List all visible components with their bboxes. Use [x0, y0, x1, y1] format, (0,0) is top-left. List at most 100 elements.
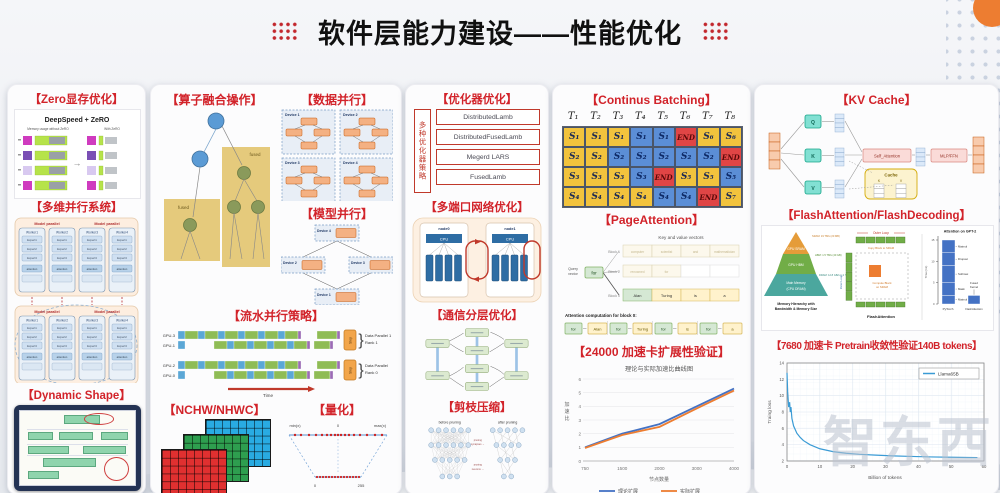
svg-text:Worker4: Worker4 [116, 319, 128, 323]
svg-text:Query: Query [568, 267, 578, 271]
svg-text:is: is [694, 293, 697, 298]
svg-text:Expert2: Expert2 [27, 335, 37, 339]
svg-text:attention: attention [27, 355, 38, 359]
svg-text:理论与实际加速比曲线图: 理论与实际加速比曲线图 [625, 365, 693, 373]
optimizer-item: DistributedLamb [436, 109, 540, 125]
svg-text:MLP/FFN: MLP/FFN [940, 154, 958, 159]
svg-text:比: 比 [564, 415, 569, 422]
svg-text:GPU-2: GPU-2 [163, 363, 176, 368]
svg-text:理论扩展: 理论扩展 [618, 488, 638, 493]
panel-title-scaling: 【24000 加速卡扩展性验证】 [573, 345, 730, 359]
svg-text:Expert1: Expert1 [27, 238, 37, 242]
svg-text:Inner Loop: Inner Loop [839, 275, 843, 290]
batch-cell: END [652, 167, 675, 187]
svg-text:10: 10 [779, 393, 784, 398]
svg-text:加: 加 [564, 401, 569, 408]
svg-text:Expert3: Expert3 [117, 256, 127, 260]
svg-text:Data Parallel 1: Data Parallel 1 [365, 333, 392, 338]
svg-text:node0: node0 [438, 227, 449, 231]
svg-text:renowned: renowned [631, 270, 645, 274]
svg-text:6: 6 [578, 377, 581, 382]
svg-text:Expert3: Expert3 [57, 256, 67, 260]
svg-text:Worker3: Worker3 [86, 231, 98, 235]
svg-text:Self_Attention: Self_Attention [874, 154, 901, 159]
svg-text:DeepSpeed + ZeRO: DeepSpeed + ZeRO [45, 117, 110, 124]
svg-text:3: 3 [578, 418, 581, 423]
svg-text:40: 40 [916, 464, 921, 469]
batch-col-header: T₄ [634, 111, 646, 122]
batch-cell: END [674, 127, 698, 147]
svg-text:Attention computation for bloc: Attention computation for block 0: [565, 313, 637, 318]
svg-text:速: 速 [564, 409, 569, 415]
comm-hierarchy-diagram [425, 328, 529, 391]
svg-text:Expert1: Expert1 [27, 326, 37, 330]
svg-text:and: and [693, 250, 699, 254]
batch-col-header: T₁ [567, 111, 579, 122]
svg-text:14: 14 [779, 361, 784, 366]
svg-text:Data Parallel: Data Parallel [365, 363, 388, 368]
svg-text:Expert1: Expert1 [57, 238, 67, 242]
svg-text:pruning: pruning [474, 464, 483, 467]
svg-text:FlashAttention: FlashAttention [965, 307, 983, 311]
panel-title-dynamic-shape: 【Dynamic Shape】 [22, 390, 131, 402]
svg-text:Block 2: Block 2 [608, 270, 620, 274]
svg-text:Turing: Turing [637, 327, 648, 332]
svg-text:Model parallel: Model parallel [34, 310, 59, 314]
svg-text:2: 2 [782, 459, 785, 464]
svg-text:Expert2: Expert2 [117, 335, 127, 339]
svg-text:V: V [811, 186, 815, 192]
batch-cell: S₆ [697, 127, 720, 147]
svg-text:mathematician: mathematician [714, 250, 735, 254]
svg-text:Rank 0: Rank 0 [365, 370, 378, 375]
batch-cell: S₂ [697, 147, 720, 167]
svg-text:节点数量: 节点数量 [649, 476, 669, 483]
svg-text:With ZeRO: With ZeRO [104, 127, 120, 131]
panel-title-pretrain: 【7680 加速卡 Pretrain收敛性验证140B tokens】 [771, 341, 982, 352]
svg-text:Block 1: Block 1 [608, 250, 620, 254]
svg-text:Traing loss: Traing loss [767, 400, 773, 424]
svg-text:60: 60 [982, 464, 987, 469]
svg-text:GPU HBM: GPU HBM [788, 263, 804, 267]
svg-text:Matmul: Matmul [958, 244, 968, 248]
svg-text:vector: vector [568, 272, 579, 276]
svg-text:Expert2: Expert2 [57, 247, 67, 251]
svg-text:Llama65B: Llama65B [938, 372, 959, 377]
batch-cell: S₁ [585, 127, 608, 147]
batch-cell: S₁ [630, 127, 653, 147]
invoice-screen-frame [14, 405, 141, 491]
svg-text:255: 255 [358, 483, 365, 488]
red-dot-grid-icon [271, 21, 298, 41]
svg-text:0: 0 [314, 483, 317, 488]
batch-cell: S₁ [607, 127, 631, 147]
svg-text:for: for [591, 271, 597, 276]
svg-text:Mask: Mask [958, 287, 965, 291]
svg-text:Expert3: Expert3 [87, 256, 97, 260]
svg-text:GPU-1: GPU-1 [163, 343, 176, 348]
svg-text:4: 4 [578, 404, 581, 409]
batch-cell: END [697, 187, 720, 207]
svg-text:is: is [686, 327, 689, 332]
svg-text:DRAM: 12.8 GB/s (>1 TB): DRAM: 12.8 GB/s (>1 TB) [819, 273, 849, 277]
svg-text:Q: Q [811, 120, 815, 126]
svg-text:1: 1 [578, 445, 581, 450]
svg-text:Memory Hierarchy with: Memory Hierarchy with [777, 302, 814, 306]
optimizer-item: DistributedFusedLamb [436, 129, 540, 145]
panel-title-parallel-system: 【多维并行系统】 [30, 202, 123, 214]
batch-cell: S₆ [719, 127, 742, 147]
svg-text:750: 750 [581, 466, 589, 471]
red-ellipse-stamp [84, 413, 114, 425]
svg-text:Main Memory: Main Memory [786, 281, 806, 285]
svg-text:GPU SRAM: GPU SRAM [787, 247, 805, 251]
svg-text:pruning: pruning [474, 439, 483, 442]
svg-text:Step: Step [349, 337, 353, 344]
svg-text:0: 0 [933, 302, 935, 306]
